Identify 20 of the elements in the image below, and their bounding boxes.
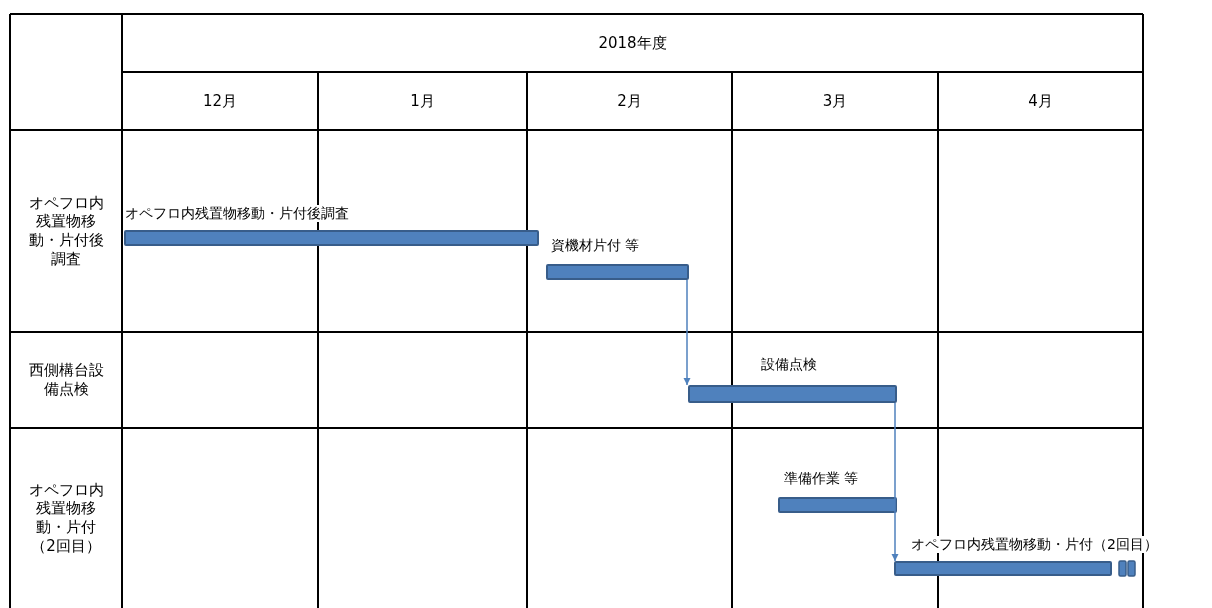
task-bar [688,385,897,403]
task-label: 設備点検 [760,356,818,373]
month-header: 2月 [617,91,642,111]
task-bar [546,264,689,280]
task-bar [124,230,539,246]
task-bar [894,561,1112,576]
month-header: 12月 [202,91,238,111]
month-header: 3月 [822,91,848,111]
row-header: オペフロ内残置物移動・片付後調査 [27,193,105,269]
year-header: 2018年度 [598,33,667,53]
month-header: 4月 [1028,91,1053,111]
row-header: 西側構台設備点検 [27,361,105,399]
dependency-arrow [891,402,899,562]
month-header: 1月 [410,91,435,111]
task-bar [778,497,897,513]
row-header: オペフロ内残置物移動・片付（2回目） [27,480,105,556]
task-label: オペフロ内残置物移動・片付後調査 [124,205,350,222]
task-label: 準備作業 等 [783,470,860,487]
dependency-arrow [683,279,691,386]
task-label: 資機材片付 等 [550,237,641,254]
